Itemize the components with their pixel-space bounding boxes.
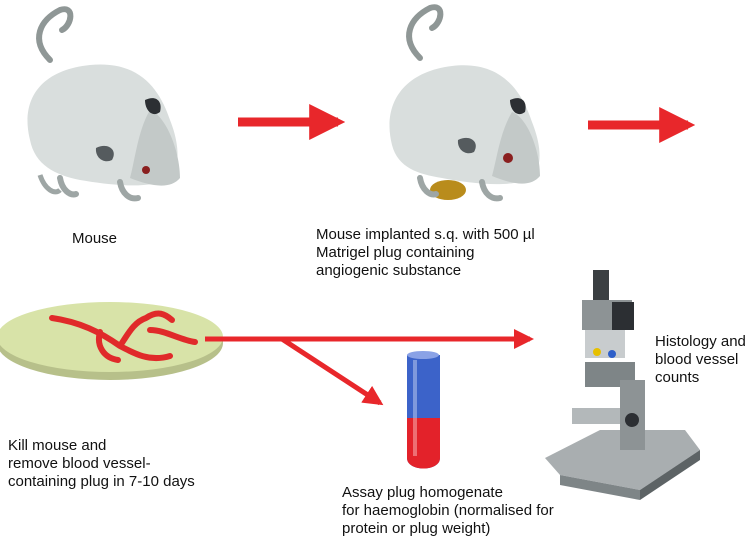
vessel-plug-dish-icon xyxy=(0,302,223,380)
assay-label: Assay plug homogenate for haemoglobin (n… xyxy=(342,484,554,538)
microscope-icon xyxy=(545,270,700,500)
assay-line: protein or plug weight) xyxy=(342,520,491,537)
mouse-implanted-icon xyxy=(389,4,540,202)
histology-line: blood vessel xyxy=(655,351,739,368)
assay-line: Assay plug homogenate xyxy=(342,484,503,501)
kill-line: remove blood vessel- xyxy=(8,455,151,472)
kill-line: Kill mouse and xyxy=(8,437,107,454)
implanted-line: Mouse implanted s.q. with 500 µl xyxy=(316,226,535,243)
histology-line: counts xyxy=(655,369,700,386)
kill-line: containing plug in 7-10 days xyxy=(8,473,195,490)
implanted-line: angiogenic substance xyxy=(316,262,462,279)
implanted-label: Mouse implanted s.q. with 500 µl Matrige… xyxy=(316,226,535,280)
arrow-4 xyxy=(280,336,384,406)
histology-line: Histology and xyxy=(655,333,746,350)
mouse-label: Mouse xyxy=(72,230,118,247)
test-tube-icon xyxy=(407,351,440,469)
histology-label: Histology and blood vessel counts xyxy=(655,333,746,387)
mouse-icon xyxy=(27,6,180,202)
matrigel-plug xyxy=(430,180,466,200)
implanted-line: Matrigel plug containing xyxy=(316,244,475,261)
kill-mouse-label: Kill mouse and remove blood vessel- cont… xyxy=(8,437,195,491)
assay-line: for haemoglobin (normalised for xyxy=(342,502,554,519)
